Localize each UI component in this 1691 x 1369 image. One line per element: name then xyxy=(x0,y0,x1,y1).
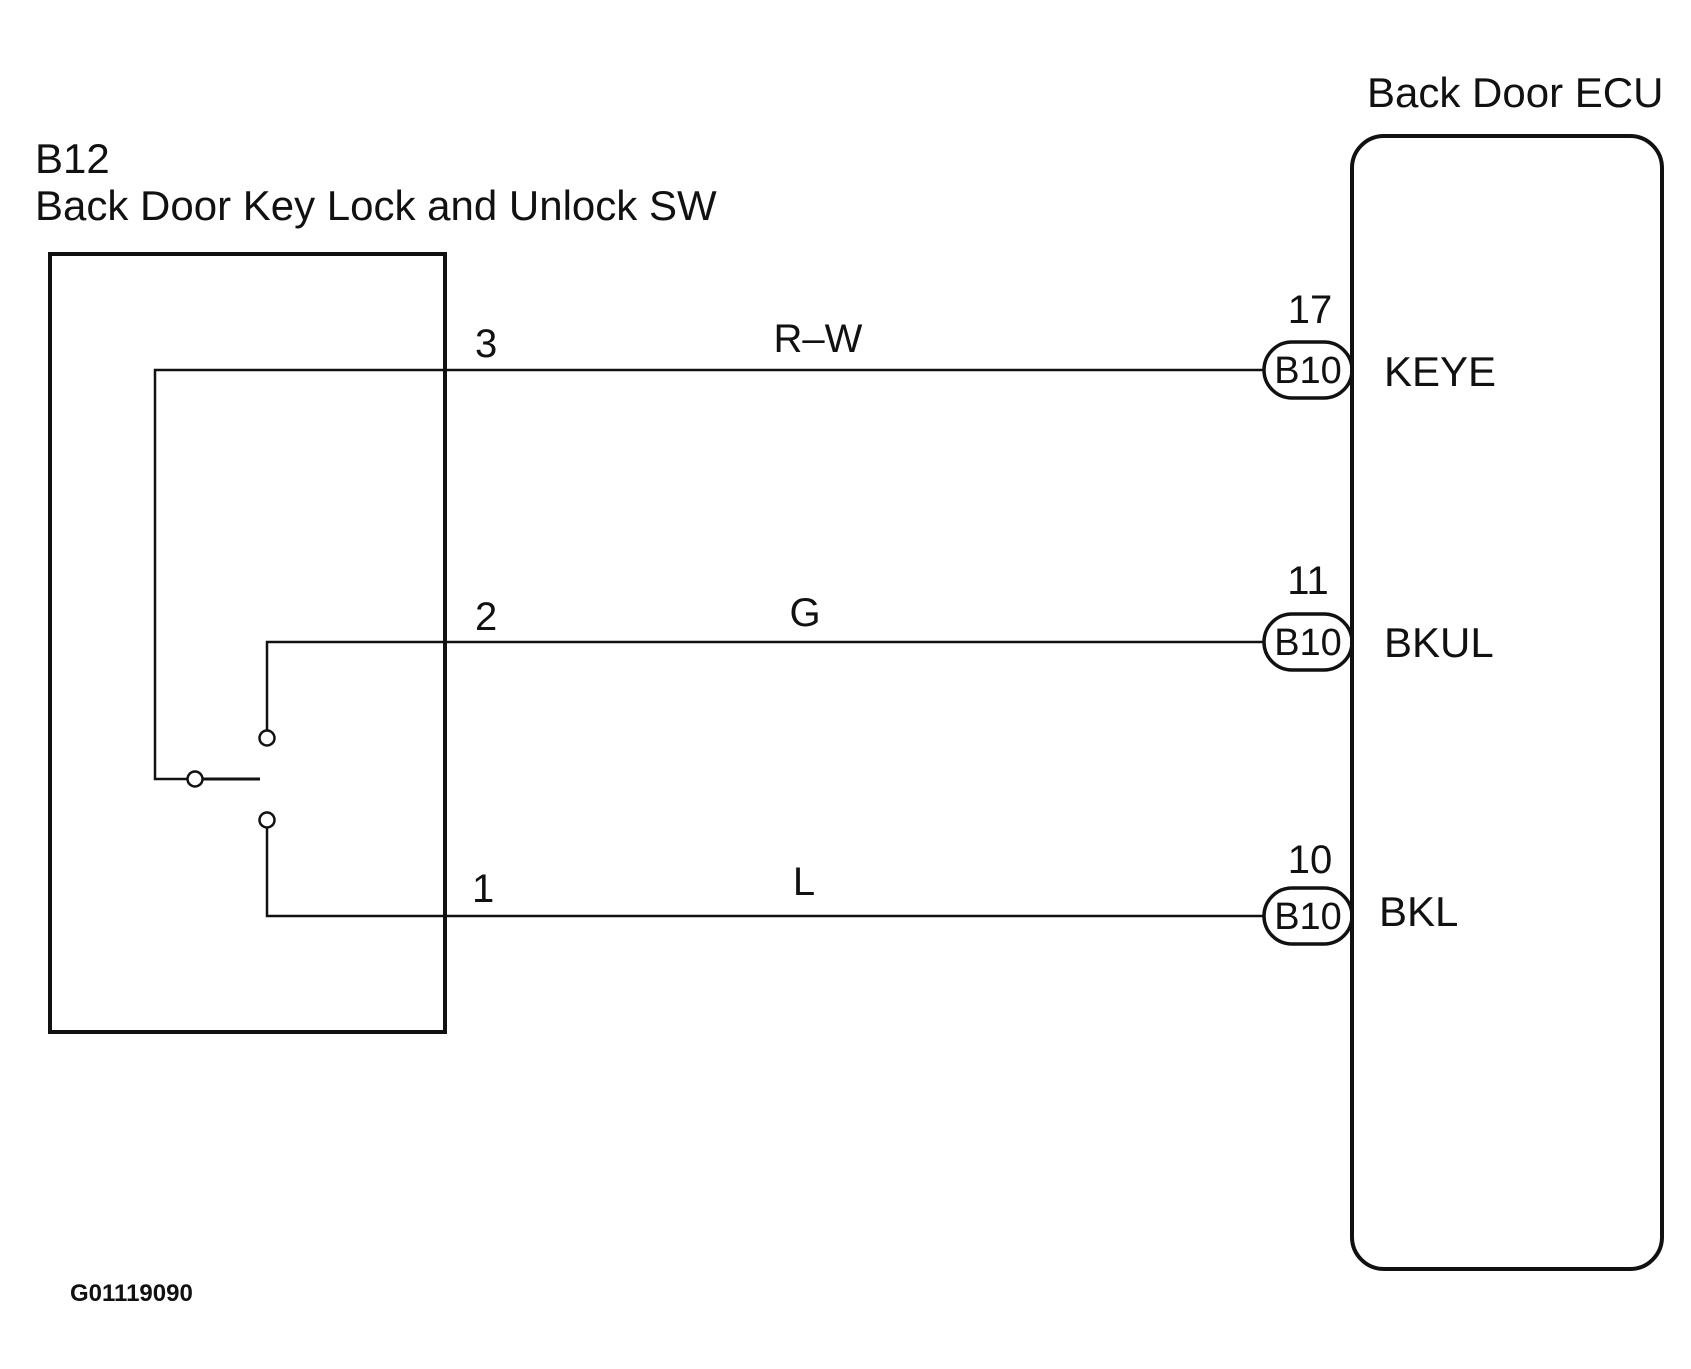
switch-pin-label: 2 xyxy=(475,595,497,639)
ecu-box xyxy=(1350,134,1664,1271)
figure-code: G01119090 xyxy=(70,1280,193,1307)
connector-label: B10 xyxy=(1274,622,1342,664)
ecu-pin-label: 10 xyxy=(1288,838,1333,882)
ecu-name: Back Door ECU xyxy=(1367,69,1663,116)
ecu-terminal-label: BKL xyxy=(1379,888,1458,935)
ecu-terminal-label: KEYE xyxy=(1384,348,1496,395)
common-lead xyxy=(153,368,445,781)
lock-lead xyxy=(265,828,445,918)
wire-color-label: R–W xyxy=(774,317,863,361)
unlock-contact xyxy=(258,729,276,747)
connector-badge xyxy=(1262,886,1354,946)
wire-keye: 3 R–W 17 B10 KEYE xyxy=(445,288,1496,400)
unlock-lead xyxy=(265,640,445,730)
wire-color-label: G xyxy=(789,591,820,635)
wire-color-label: L xyxy=(793,860,815,904)
pivot-contact xyxy=(186,770,204,788)
connector-label: B10 xyxy=(1274,350,1342,392)
ecu-terminal-label: BKUL xyxy=(1384,619,1494,666)
wire-bkl: 1 L 10 B10 BKL xyxy=(445,838,1458,946)
connector-badge xyxy=(1262,340,1354,400)
switch-code: B12 xyxy=(35,135,110,182)
switch-name: Back Door Key Lock and Unlock SW xyxy=(35,182,717,229)
switch-mechanism xyxy=(153,368,445,918)
ecu-pin-label: 11 xyxy=(1287,559,1329,603)
switch-pin-label: 3 xyxy=(475,322,497,366)
connector-badge xyxy=(1262,612,1354,672)
lock-contact xyxy=(258,811,276,829)
ecu-pin-label: 17 xyxy=(1288,288,1333,332)
wire-bkul: 2 G 11 B10 BKUL xyxy=(445,559,1494,672)
connector-label: B10 xyxy=(1274,896,1342,938)
switch-pin-label: 1 xyxy=(472,867,494,911)
